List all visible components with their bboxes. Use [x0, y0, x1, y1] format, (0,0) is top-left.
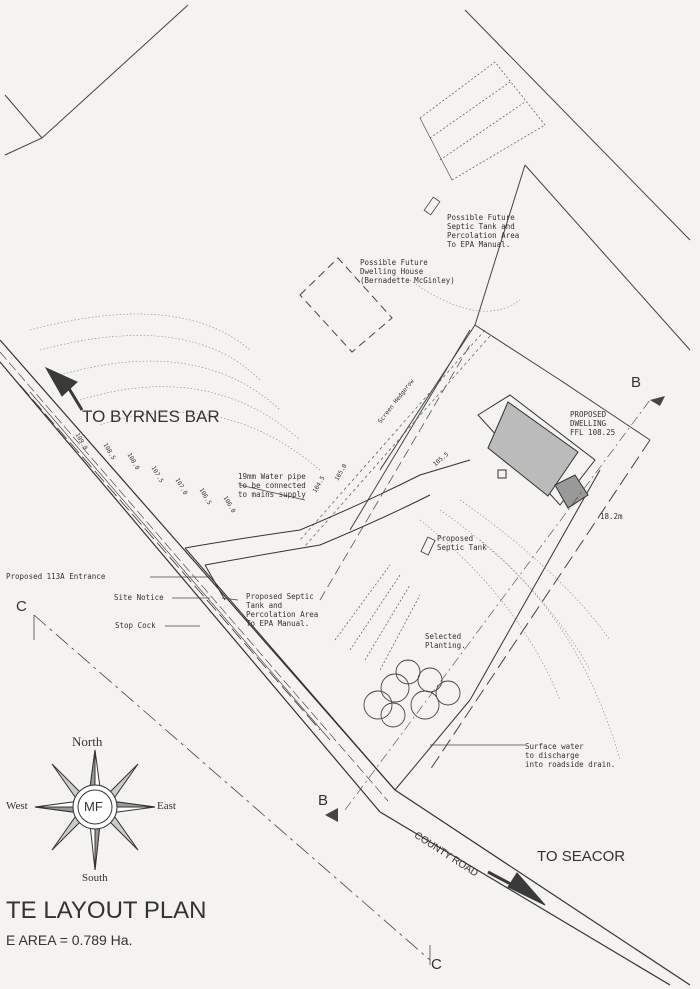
site-boundary [349, 164, 561, 531]
section-label-c-bottom: C [431, 956, 442, 973]
annotation-stop-cock: Stop Cock [115, 621, 156, 630]
annotation-selected-planting: Selected Planting. [425, 632, 466, 650]
annotation-site-notice: Site Notice [114, 593, 164, 602]
section-label-b-bottom: B [318, 792, 329, 809]
annotation-future-septic: Possible Future Septic Tank and Percolat… [447, 213, 520, 249]
proposed-septic-tank-shape [420, 536, 436, 556]
direction-arrow-seacor [487, 870, 546, 906]
proposed-percolation-area [334, 564, 421, 671]
compass-west: West [6, 800, 28, 812]
compass-center-logo: MF [84, 799, 103, 814]
contour-lines [29, 279, 621, 761]
annotation-proposed-septic-tank: Proposed Septic Tank [437, 534, 487, 552]
compass-rose [34, 749, 156, 871]
section-line-b [344, 399, 651, 811]
access-driveway [184, 459, 471, 601]
leader-lines [150, 484, 525, 746]
county-road [0, 339, 691, 986]
compass-north: North [72, 734, 103, 749]
annotation-dim-18m: 18.2m [600, 512, 623, 521]
right-boundary [429, 439, 651, 771]
direction-arrow-byrnes [44, 366, 84, 411]
top-boundary-lines [4, 4, 691, 351]
screen-hedgerow [299, 329, 491, 547]
annotation-surface-water: Surface water to discharge into roadside… [525, 742, 616, 769]
proposed-dwelling [477, 394, 596, 509]
future-septic-tank [423, 196, 441, 216]
future-percolation-area [419, 61, 546, 181]
site-area: E AREA = 0.789 Ha. [6, 932, 133, 948]
section-line-c [33, 614, 431, 965]
section-label-c-left: C [16, 598, 27, 615]
direction-label-seacor: TO SEACOR [537, 848, 626, 865]
selected-planting [363, 659, 461, 728]
section-label-b-top: B [631, 374, 642, 391]
plan-title: TE LAYOUT PLAN [6, 897, 207, 924]
compass-south: South [82, 872, 108, 884]
direction-label-byrnes-bar: TO BYRNES BAR [82, 407, 220, 426]
annotation-proposed-entrance: Proposed 113A Entrance [6, 572, 106, 581]
annotation-water-pipe: 19mm Water pipe to be connected to mains… [238, 472, 306, 499]
annotation-proposed-septic-perc: Proposed Septic Tank and Percolation Are… [246, 592, 319, 628]
annotation-proposed-dwelling: PROPOSED DWELLING FFL 108.25 [570, 410, 616, 437]
future-dwelling-outline [299, 257, 393, 353]
annotation-future-dwelling: Possible Future Dwelling House (Bernadet… [360, 258, 455, 285]
section-marker-arrows [325, 396, 665, 822]
compass-east: East [157, 800, 176, 812]
